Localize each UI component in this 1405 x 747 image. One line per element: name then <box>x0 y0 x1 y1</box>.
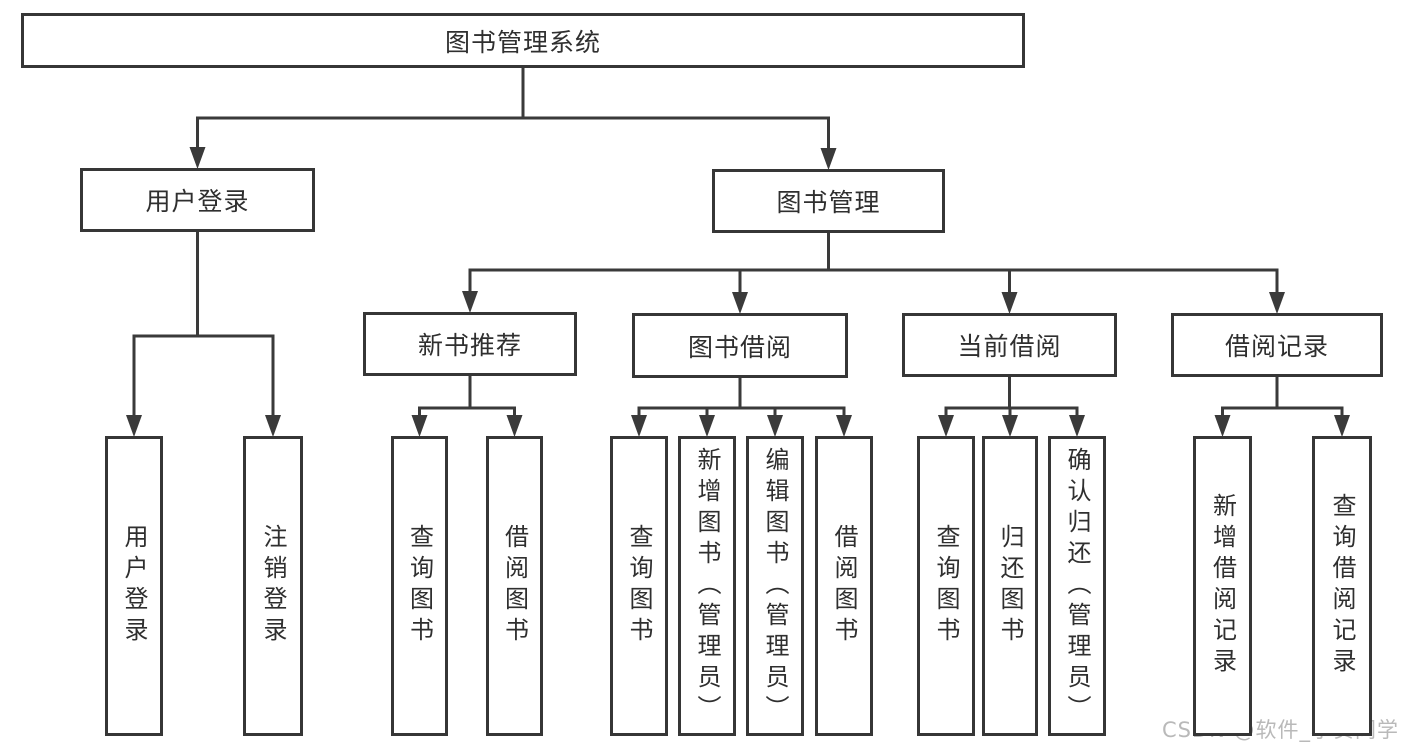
arrowhead-down-icon <box>1069 415 1085 437</box>
node-leaf-add-book: 新增图书（管理员） <box>678 436 736 736</box>
node-label-leaf-confirm-return: 确认归还（管理员） <box>1063 446 1091 726</box>
arrowhead-down-icon <box>938 415 954 437</box>
node-label-book-mgmt: 图书管理 <box>776 188 881 217</box>
node-leaf-user-login: 用户登录 <box>105 436 163 736</box>
arrowhead-down-icon <box>1214 415 1231 437</box>
node-leaf-query-book-2: 查询图书 <box>610 436 668 736</box>
node-leaf-query-book-3: 查询图书 <box>917 436 975 736</box>
arrowhead-down-icon <box>506 415 523 437</box>
node-leaf-query-book-1: 查询图书 <box>391 436 448 736</box>
node-label-leaf-add-book: 新增图书（管理员） <box>693 446 721 726</box>
arrowhead-down-icon <box>462 291 478 313</box>
node-label-current-borrow: 当前借阅 <box>957 332 1062 361</box>
node-label-user-login: 用户登录 <box>145 187 250 216</box>
arrowhead-down-icon <box>699 415 715 437</box>
node-label-leaf-add-borrow-rec: 新增借阅记录 <box>1208 493 1237 679</box>
arrowhead-down-icon <box>631 415 647 437</box>
node-leaf-confirm-return: 确认归还（管理员） <box>1048 436 1106 736</box>
node-leaf-logout: 注销登录 <box>243 436 303 736</box>
node-label-leaf-query-borrow-rec: 查询借阅记录 <box>1328 493 1356 679</box>
node-label-leaf-query-book-1: 查询图书 <box>405 524 434 648</box>
arrowhead-down-icon <box>836 415 852 437</box>
arrowhead-down-icon <box>1002 415 1018 437</box>
node-label-leaf-borrow-book-2: 借阅图书 <box>830 524 858 648</box>
node-label-leaf-edit-book: 编辑图书（管理员） <box>761 446 789 726</box>
arrowhead-down-icon <box>189 147 206 169</box>
node-leaf-query-borrow-rec: 查询借阅记录 <box>1312 436 1372 736</box>
node-label-borrow-records: 借阅记录 <box>1224 332 1329 361</box>
node-book-mgmt: 图书管理 <box>712 169 945 233</box>
node-book-borrow: 图书借阅 <box>632 313 848 378</box>
node-label-root: 图书管理系统 <box>444 27 601 57</box>
arrowhead-down-icon <box>732 292 748 314</box>
node-current-borrow: 当前借阅 <box>902 313 1117 377</box>
node-label-leaf-borrow-book-1: 借阅图书 <box>500 524 529 648</box>
node-label-leaf-user-login: 用户登录 <box>120 524 148 648</box>
node-root: 图书管理系统 <box>21 13 1025 68</box>
arrowhead-down-icon <box>820 148 837 170</box>
arrowhead-down-icon <box>1334 415 1350 437</box>
arrowhead-down-icon <box>411 415 428 437</box>
arrowhead-down-icon <box>1001 292 1018 314</box>
node-leaf-add-borrow-rec: 新增借阅记录 <box>1193 436 1252 736</box>
node-leaf-edit-book: 编辑图书（管理员） <box>746 436 804 736</box>
node-leaf-return-book: 归还图书 <box>982 436 1038 736</box>
node-label-book-borrow: 图书借阅 <box>687 332 792 362</box>
node-label-leaf-return-book: 归还图书 <box>996 524 1024 648</box>
node-label-leaf-logout: 注销登录 <box>259 524 287 648</box>
node-user-login: 用户登录 <box>80 168 315 232</box>
arrowhead-down-icon <box>126 415 142 437</box>
node-borrow-records: 借阅记录 <box>1171 313 1383 377</box>
node-label-leaf-query-book-3: 查询图书 <box>932 524 960 648</box>
arrowhead-down-icon <box>1269 292 1285 314</box>
node-new-book-rec: 新书推荐 <box>363 312 577 376</box>
node-label-leaf-query-book-2: 查询图书 <box>625 524 653 648</box>
arrowhead-down-icon <box>265 415 281 437</box>
node-leaf-borrow-book-2: 借阅图书 <box>815 436 873 736</box>
node-label-new-book-rec: 新书推荐 <box>417 331 522 360</box>
node-leaf-borrow-book-1: 借阅图书 <box>486 436 543 736</box>
arrowhead-down-icon <box>767 415 783 437</box>
